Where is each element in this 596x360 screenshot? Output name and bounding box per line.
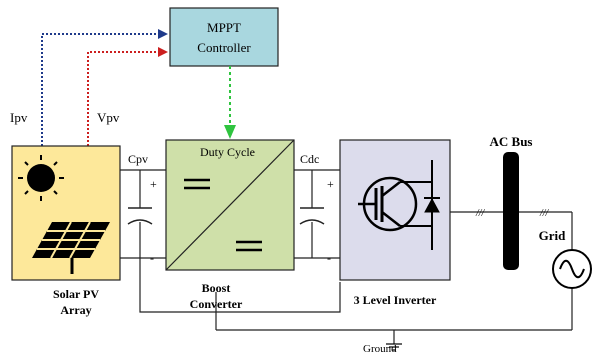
cpv-plus-sign: + <box>150 177 157 191</box>
circuit-wires <box>120 169 573 344</box>
cpv-capacitor <box>127 207 153 225</box>
ipv-signal-line <box>41 29 168 146</box>
three-level-inverter-block <box>339 139 451 281</box>
cdc-capacitor <box>299 207 325 225</box>
ground-icon <box>386 343 402 351</box>
solar-panel-icon <box>32 221 110 274</box>
mppt-controller-block: MPPT Controller <box>169 7 279 67</box>
ipv-label: Ipv <box>10 110 28 125</box>
boost-converter-block <box>165 139 295 271</box>
sun-icon <box>18 155 64 201</box>
cdc-minus-sign: - <box>327 251 331 265</box>
boost-label-line2: Converter <box>190 297 243 311</box>
solar-label-line1: Solar PV <box>53 287 99 301</box>
solar-label-line2: Array <box>60 303 91 317</box>
cdc-plus-sign: + <box>327 177 334 191</box>
phase-marks-left: /// <box>475 208 486 219</box>
ac-source-icon <box>552 249 592 289</box>
ac-bus-label: AC Bus <box>490 134 533 149</box>
ground-label: Ground <box>363 343 397 355</box>
vpv-label: Vpv <box>97 110 120 125</box>
boost-label-line1: Boost <box>202 281 231 295</box>
dc-dc-converter-symbol <box>184 178 262 252</box>
mppt-label-line2: Controller <box>197 40 251 55</box>
solar-pv-array-block <box>11 145 121 281</box>
igbt-transistor-icon <box>358 160 440 250</box>
cdc-label: Cdc <box>300 152 319 166</box>
duty-cycle-label: Duty Cycle <box>200 145 255 159</box>
cpv-label: Cpv <box>128 152 148 166</box>
grid-label: Grid <box>539 228 566 243</box>
inverter-label: 3 Level Inverter <box>354 293 437 307</box>
cpv-minus-sign: - <box>150 251 154 265</box>
ac-bus-bar <box>503 152 519 270</box>
vpv-signal-line <box>87 47 168 146</box>
mppt-label-line1: MPPT <box>207 20 241 35</box>
phase-marks-right: /// <box>539 208 550 219</box>
